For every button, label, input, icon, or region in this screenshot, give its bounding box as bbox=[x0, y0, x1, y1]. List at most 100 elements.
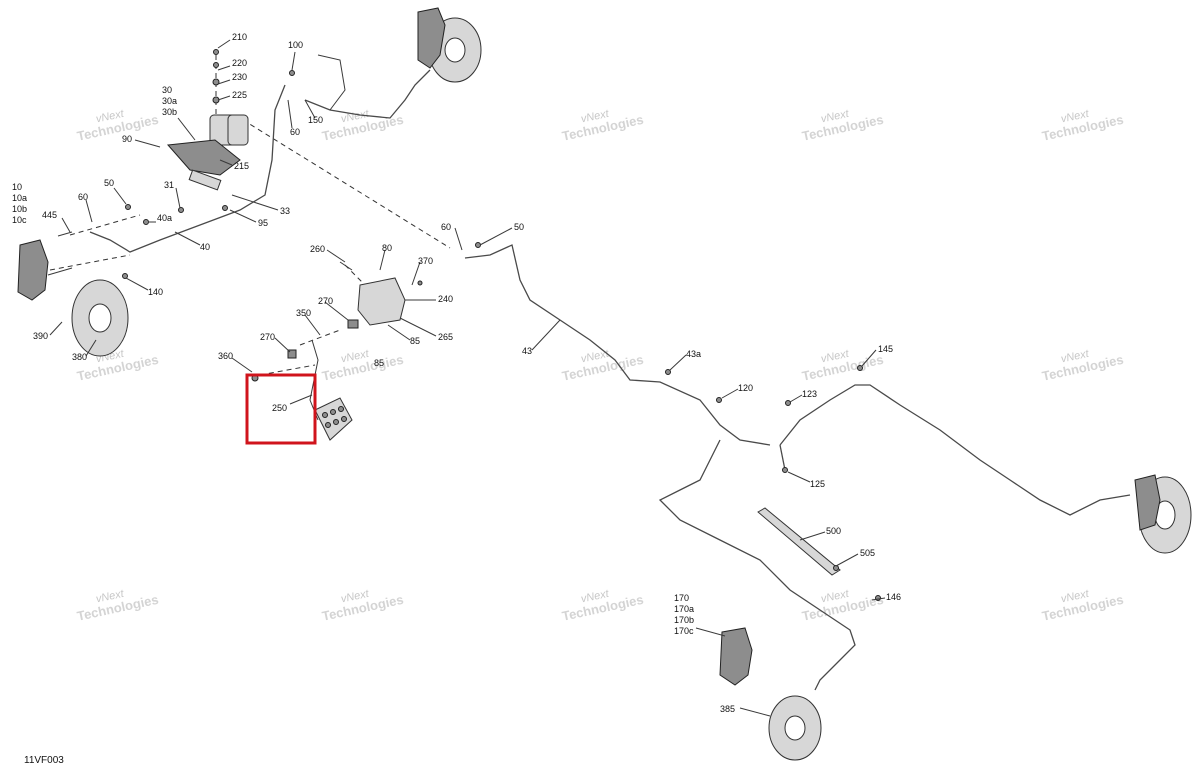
leader-line bbox=[669, 354, 687, 371]
dashed-line bbox=[49, 254, 131, 271]
callout-label: 170 bbox=[674, 593, 689, 603]
leader-line bbox=[175, 187, 181, 209]
clip-icon bbox=[475, 242, 481, 248]
leader-line bbox=[695, 627, 726, 637]
watermark-text: vNext bbox=[1060, 348, 1091, 366]
clip-icon bbox=[665, 369, 671, 375]
fittings bbox=[122, 70, 881, 601]
clip-icon bbox=[785, 400, 791, 406]
clip-icon bbox=[143, 219, 149, 225]
leader-line bbox=[861, 349, 877, 367]
leader-line bbox=[177, 117, 196, 141]
rear-right-brake-assembly bbox=[1134, 474, 1192, 554]
disc-hub-icon bbox=[88, 303, 112, 333]
dashed-line bbox=[299, 329, 341, 346]
bracket-500-assembly bbox=[757, 507, 841, 576]
watermark-text: vNext bbox=[580, 348, 611, 366]
dashed-line bbox=[69, 214, 141, 236]
callouts: 210 220 230 225 100 30 30a 30b 90 150 60… bbox=[12, 32, 901, 714]
watermark-text: vNext bbox=[820, 108, 851, 126]
spring-icon bbox=[339, 261, 353, 271]
watermark-text: vNext bbox=[820, 588, 851, 606]
pedal-stud-icon bbox=[341, 416, 347, 422]
leader-line bbox=[85, 339, 97, 357]
leader-line bbox=[289, 394, 313, 405]
leader-line bbox=[454, 227, 463, 251]
watermark-text: vNext bbox=[340, 348, 371, 366]
leader-line bbox=[739, 707, 771, 717]
leader-line bbox=[274, 337, 291, 353]
dashed-line bbox=[259, 364, 316, 376]
leader-line bbox=[304, 314, 321, 336]
callout-label: 30 bbox=[162, 85, 172, 95]
clip-icon bbox=[833, 565, 839, 571]
disc-hub-icon bbox=[444, 37, 466, 63]
callout-label: 123 bbox=[802, 389, 817, 399]
pedal-bracket-assembly bbox=[287, 261, 406, 359]
callout-label: 10 bbox=[12, 182, 22, 192]
pedal-stud-icon bbox=[325, 422, 331, 428]
callout-label: 170b bbox=[674, 615, 694, 625]
leader-line bbox=[231, 194, 279, 211]
brake-pedal-assembly bbox=[309, 339, 353, 441]
pedal-bracket-icon bbox=[357, 277, 406, 326]
fitting-icon bbox=[212, 78, 220, 86]
callout-label: 100 bbox=[288, 40, 303, 50]
leader-line bbox=[134, 139, 161, 148]
leader-line bbox=[721, 388, 739, 399]
leader-line bbox=[217, 65, 231, 71]
callout-label: 90 bbox=[122, 134, 132, 144]
leader-line bbox=[113, 187, 127, 205]
watermark-text: vNext bbox=[95, 108, 126, 126]
leader-line bbox=[49, 321, 63, 336]
watermark-text: vNext bbox=[1060, 108, 1091, 126]
callout-label: 270 bbox=[318, 296, 333, 306]
callout-label: 43a bbox=[686, 349, 701, 359]
leader-line bbox=[326, 249, 346, 263]
front-left-brake-assembly bbox=[17, 231, 129, 357]
leader-line bbox=[787, 471, 811, 483]
brake-line-43 bbox=[464, 244, 771, 446]
leader-line bbox=[304, 99, 316, 119]
callout-label: 170a bbox=[674, 604, 694, 614]
callout-label: 60 bbox=[441, 222, 451, 232]
callout-label: 145 bbox=[878, 344, 893, 354]
leader-line bbox=[531, 319, 561, 351]
watermark-text: vNext bbox=[580, 108, 611, 126]
caliper-icon bbox=[417, 7, 446, 69]
pedal-stud-icon bbox=[333, 419, 339, 425]
highlight-box bbox=[245, 373, 317, 445]
brake-line-145 bbox=[779, 384, 1131, 516]
callout-label: 30b bbox=[162, 107, 177, 117]
callout-label: 95 bbox=[258, 218, 268, 228]
leader-lines bbox=[49, 39, 886, 717]
leader-line bbox=[85, 199, 93, 223]
leader-line bbox=[217, 39, 231, 49]
fitting-icon bbox=[222, 205, 228, 211]
bolt-icon bbox=[47, 267, 73, 276]
leader-line bbox=[217, 79, 231, 85]
callout-label: 120 bbox=[738, 383, 753, 393]
watermark-text: vNext bbox=[820, 348, 851, 366]
callout-label: 265 bbox=[438, 332, 453, 342]
pushrod-icon bbox=[188, 169, 222, 191]
bracket-500-icon bbox=[757, 507, 841, 576]
callout-label: 360 bbox=[218, 351, 233, 361]
callout-label: 40a bbox=[157, 213, 172, 223]
leader-line bbox=[789, 394, 803, 403]
callout-label: 140 bbox=[148, 287, 163, 297]
callout-label: 40 bbox=[200, 242, 210, 252]
pedal-stud-icon bbox=[322, 412, 328, 418]
callout-label: 270 bbox=[260, 332, 275, 342]
callout-label: 10b bbox=[12, 204, 27, 214]
leader-line bbox=[399, 317, 437, 337]
callout-label: 370 bbox=[418, 256, 433, 266]
callout-label: 43 bbox=[522, 346, 532, 356]
fitting-icon bbox=[213, 62, 219, 68]
brake-line-rear bbox=[658, 439, 856, 691]
callout-label: 10c bbox=[12, 215, 27, 225]
callout-label: 210 bbox=[232, 32, 247, 42]
watermark-text: vNext bbox=[95, 588, 126, 606]
watermark-text: vNext bbox=[340, 588, 371, 606]
